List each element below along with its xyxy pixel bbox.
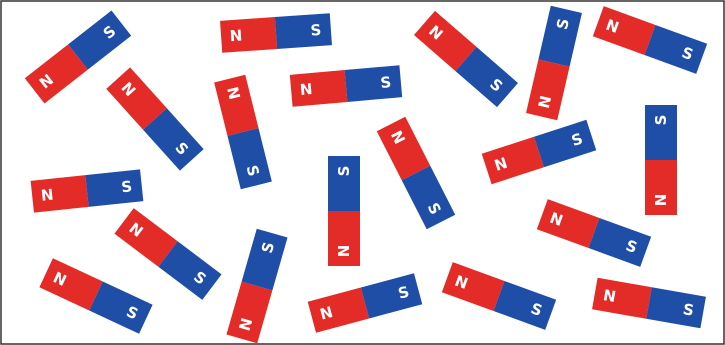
south-label: S: [120, 177, 133, 196]
south-pole: [85, 169, 143, 207]
south-label: S: [310, 21, 322, 40]
north-label: N: [229, 26, 243, 45]
bar-magnet: NS: [328, 156, 360, 266]
north-pole: [220, 17, 277, 53]
south-label: S: [335, 166, 353, 177]
south-label: S: [380, 73, 392, 92]
south-pole: [275, 13, 332, 49]
south-label: S: [652, 115, 670, 126]
north-label: N: [652, 194, 670, 207]
north-label: N: [299, 80, 313, 99]
south-pole: [345, 65, 403, 102]
north-pole: [31, 175, 89, 213]
south-pole: [645, 105, 677, 160]
north-pole: [290, 70, 348, 107]
north-label: N: [40, 186, 54, 205]
bar-magnet: NS: [645, 105, 677, 215]
south-pole: [328, 156, 360, 211]
north-label: N: [335, 245, 353, 258]
